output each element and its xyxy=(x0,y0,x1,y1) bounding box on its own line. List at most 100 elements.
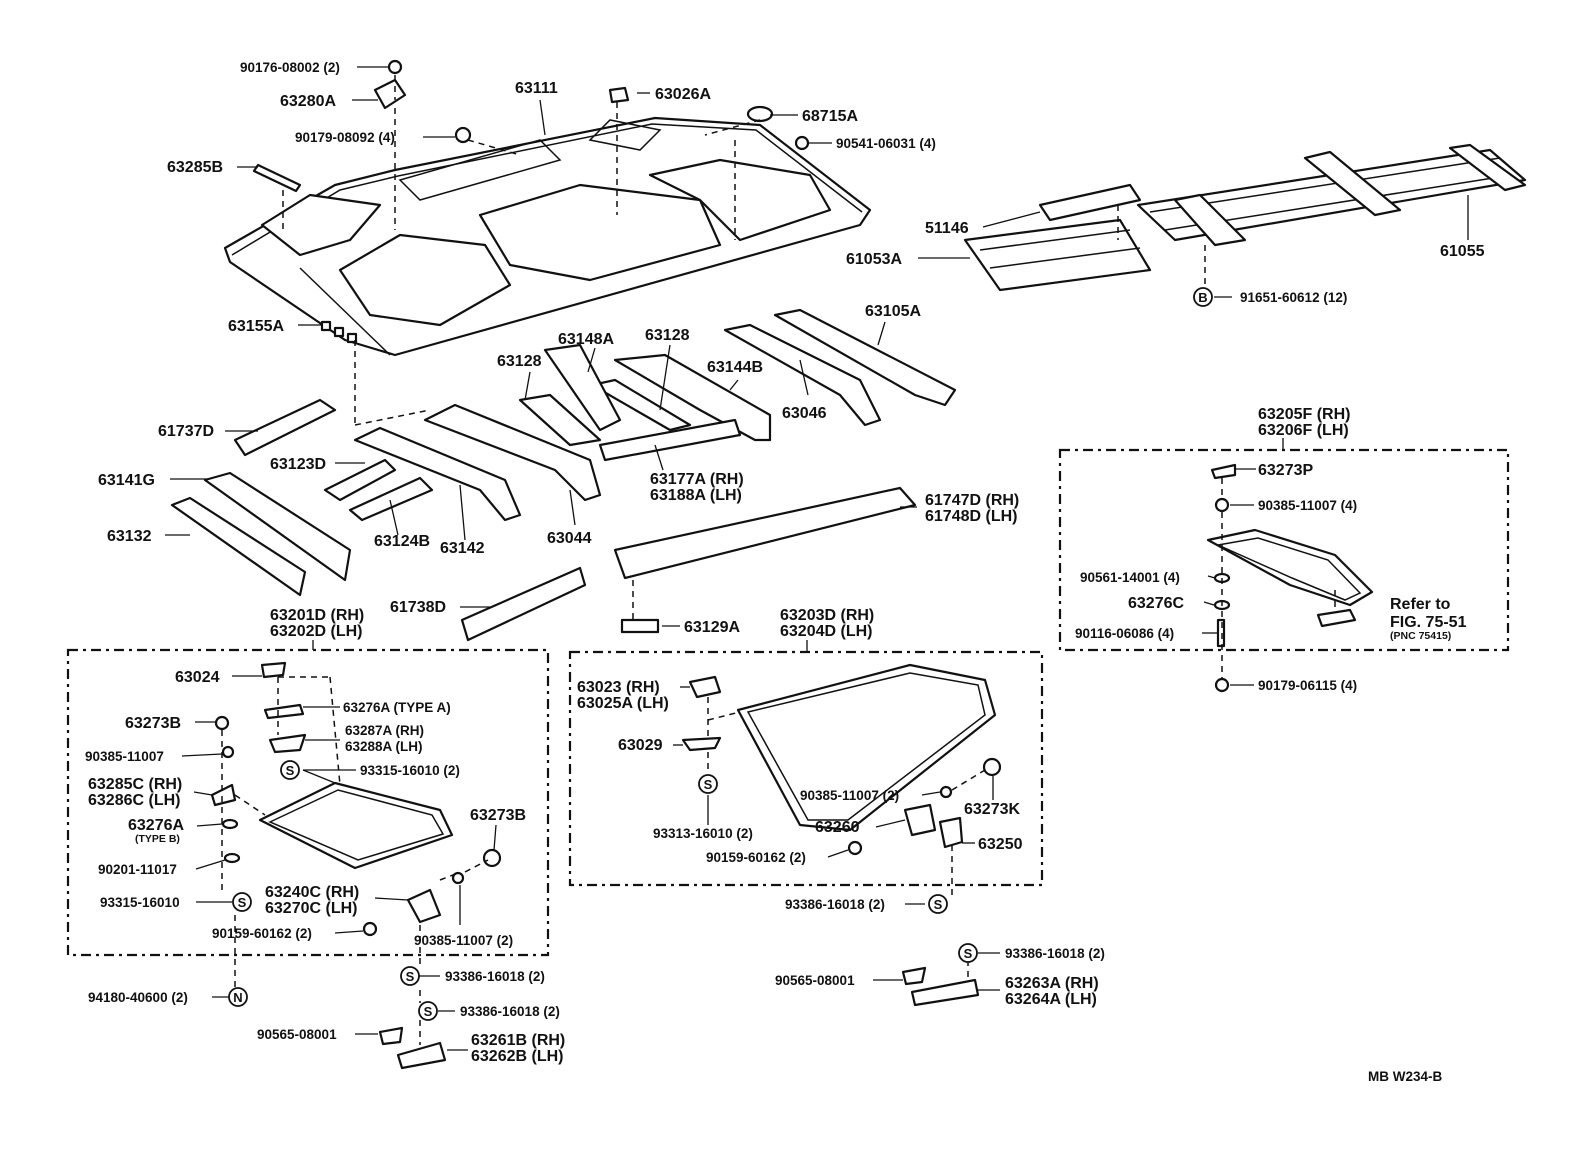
label-61055: 61055 xyxy=(1440,243,1485,260)
label-63142: 63142 xyxy=(440,540,485,557)
label-63204D: 63204D (LH) xyxy=(780,623,872,640)
label-63285B: 63285B xyxy=(167,159,223,176)
roof-rack xyxy=(963,143,1527,292)
label-63206F: 63206F (LH) xyxy=(1258,422,1349,439)
label-63288A: 63288A (LH) xyxy=(345,739,423,754)
label-63124B: 63124B xyxy=(374,533,430,550)
roof-frame-members xyxy=(170,308,957,642)
label-63044: 63044 xyxy=(547,530,592,547)
label-94180-40600: 94180-40600 (2) xyxy=(88,990,188,1005)
label-61738D: 61738D xyxy=(390,599,446,616)
label-63285C: 63285C (RH) xyxy=(88,776,182,793)
label-63144B: 63144B xyxy=(707,359,763,376)
label-63276A-typeA: 63276A (TYPE A) xyxy=(343,700,451,715)
label-63148A: 63148A xyxy=(558,331,614,348)
label-63024: 63024 xyxy=(175,669,220,686)
bottom-hinge-parts xyxy=(378,966,980,1070)
label-63260: 63260 xyxy=(815,819,860,836)
label-93386-16018-b: 93386-16018 (2) xyxy=(460,1004,560,1019)
label-90541-06031: 90541-06031 (4) xyxy=(836,136,936,151)
box-63203D xyxy=(568,650,1044,887)
label-63177A: 63177A (RH) xyxy=(650,471,744,488)
label-63270C: 63270C (LH) xyxy=(265,900,357,917)
svg-text:S: S xyxy=(406,969,415,984)
label-63263A: 63263A (RH) xyxy=(1005,975,1099,992)
label-90176-08002: 90176-08002 (2) xyxy=(240,60,340,75)
label-63128-left: 63128 xyxy=(497,353,542,370)
svg-text:S: S xyxy=(286,763,295,778)
svg-text:B: B xyxy=(1198,290,1207,305)
label-63132: 63132 xyxy=(107,528,152,545)
label-90565-08001-left: 90565-08001 xyxy=(257,1027,337,1042)
label-63128-right: 63128 xyxy=(645,327,690,344)
label-63201D: 63201D (RH) xyxy=(270,607,364,624)
label-63188A: 63188A (LH) xyxy=(650,487,742,504)
label-63025A: 63025A (LH) xyxy=(577,695,669,712)
label-pnc-75415: (PNC 75415) xyxy=(1390,630,1451,642)
label-93386-16018-d: 93386-16018 (2) xyxy=(1005,946,1105,961)
label-93315-16010-a: 93315-16010 (2) xyxy=(360,763,460,778)
svg-text:S: S xyxy=(424,1004,433,1019)
label-63240C: 63240C (RH) xyxy=(265,884,359,901)
label-90385-11007-bottom: 90385-11007 (2) xyxy=(414,933,513,948)
label-90565-08001-right: 90565-08001 xyxy=(775,973,855,988)
label-63155A: 63155A xyxy=(228,318,284,335)
label-63202D: 63202D (LH) xyxy=(270,623,362,640)
label-63250: 63250 xyxy=(978,836,1023,853)
leader-lines xyxy=(165,66,1469,1051)
label-91651-60612: 91651-60612 (12) xyxy=(1240,290,1347,305)
label-51146: 51146 xyxy=(925,220,969,237)
label-63123D: 63123D xyxy=(270,456,326,473)
label-refer-to: Refer to xyxy=(1390,596,1451,613)
label-61737D: 61737D xyxy=(158,423,214,440)
diagram-code: MB W234-B xyxy=(1368,1069,1443,1084)
label-90179-08092: 90179-08092 (4) xyxy=(295,130,395,145)
roof-panel xyxy=(223,59,872,357)
label-63262B: 63262B (LH) xyxy=(471,1048,563,1065)
label-90179-06115: 90179-06115 (4) xyxy=(1258,678,1357,693)
left-quarter-glass-parts xyxy=(210,661,502,937)
label-type-b: (TYPE B) xyxy=(135,833,180,845)
label-63276C: 63276C xyxy=(1128,595,1184,612)
label-63129A: 63129A xyxy=(684,619,740,636)
label-63273K: 63273K xyxy=(964,801,1020,818)
box-63205F xyxy=(1058,448,1510,652)
label-63105A: 63105A xyxy=(865,303,921,320)
label-63026A: 63026A xyxy=(655,86,711,103)
label-fig-75-51: FIG. 75-51 xyxy=(1390,614,1467,631)
label-90201-11017: 90201-11017 xyxy=(98,862,177,877)
label-90561-14001: 90561-14001 (4) xyxy=(1080,570,1180,585)
label-63141G: 63141G xyxy=(98,472,155,489)
label-68715A: 68715A xyxy=(802,108,858,125)
label-90159-60162-left: 90159-60162 (2) xyxy=(212,926,312,941)
label-63046: 63046 xyxy=(782,405,827,422)
label-90385-11007-right: 90385-11007 (4) xyxy=(1258,498,1357,513)
label-90159-60162-mid: 90159-60162 (2) xyxy=(706,850,806,865)
label-63264A: 63264A (LH) xyxy=(1005,991,1097,1008)
label-63287A: 63287A (RH) xyxy=(345,723,424,738)
svg-text:N: N xyxy=(233,990,242,1005)
dashed-alignment-lines xyxy=(221,75,1336,1045)
rear-glass-parts xyxy=(1206,463,1374,693)
label-63261B: 63261B (RH) xyxy=(471,1032,565,1049)
label-93313-16010: 93313-16010 (2) xyxy=(653,826,753,841)
label-61747D: 61747D (RH) xyxy=(925,492,1019,509)
label-63280A: 63280A xyxy=(280,93,336,110)
label-63029: 63029 xyxy=(618,737,663,754)
box-63201D xyxy=(66,648,550,957)
label-63273P: 63273P xyxy=(1258,462,1313,479)
svg-text:S: S xyxy=(238,895,247,910)
label-63276A-typeB: 63276A xyxy=(128,817,184,834)
label-63273B-top: 63273B xyxy=(125,715,181,732)
svg-text:S: S xyxy=(964,946,973,961)
label-63286C: 63286C (LH) xyxy=(88,792,180,809)
label-90385-11007-left: 90385-11007 xyxy=(85,749,164,764)
svg-text:S: S xyxy=(934,897,943,912)
label-90385-11007-mid: 90385-11007 (2) xyxy=(800,788,899,803)
part-labels: 90176-08002 (2) 63280A 63111 63026A 6871… xyxy=(85,60,1485,1084)
label-63273B-right: 63273B xyxy=(470,807,526,824)
label-93315-16010-b: 93315-16010 xyxy=(100,895,180,910)
label-90116-06086: 90116-06086 (4) xyxy=(1075,626,1174,641)
label-93386-16018-c: 93386-16018 (2) xyxy=(785,897,885,912)
